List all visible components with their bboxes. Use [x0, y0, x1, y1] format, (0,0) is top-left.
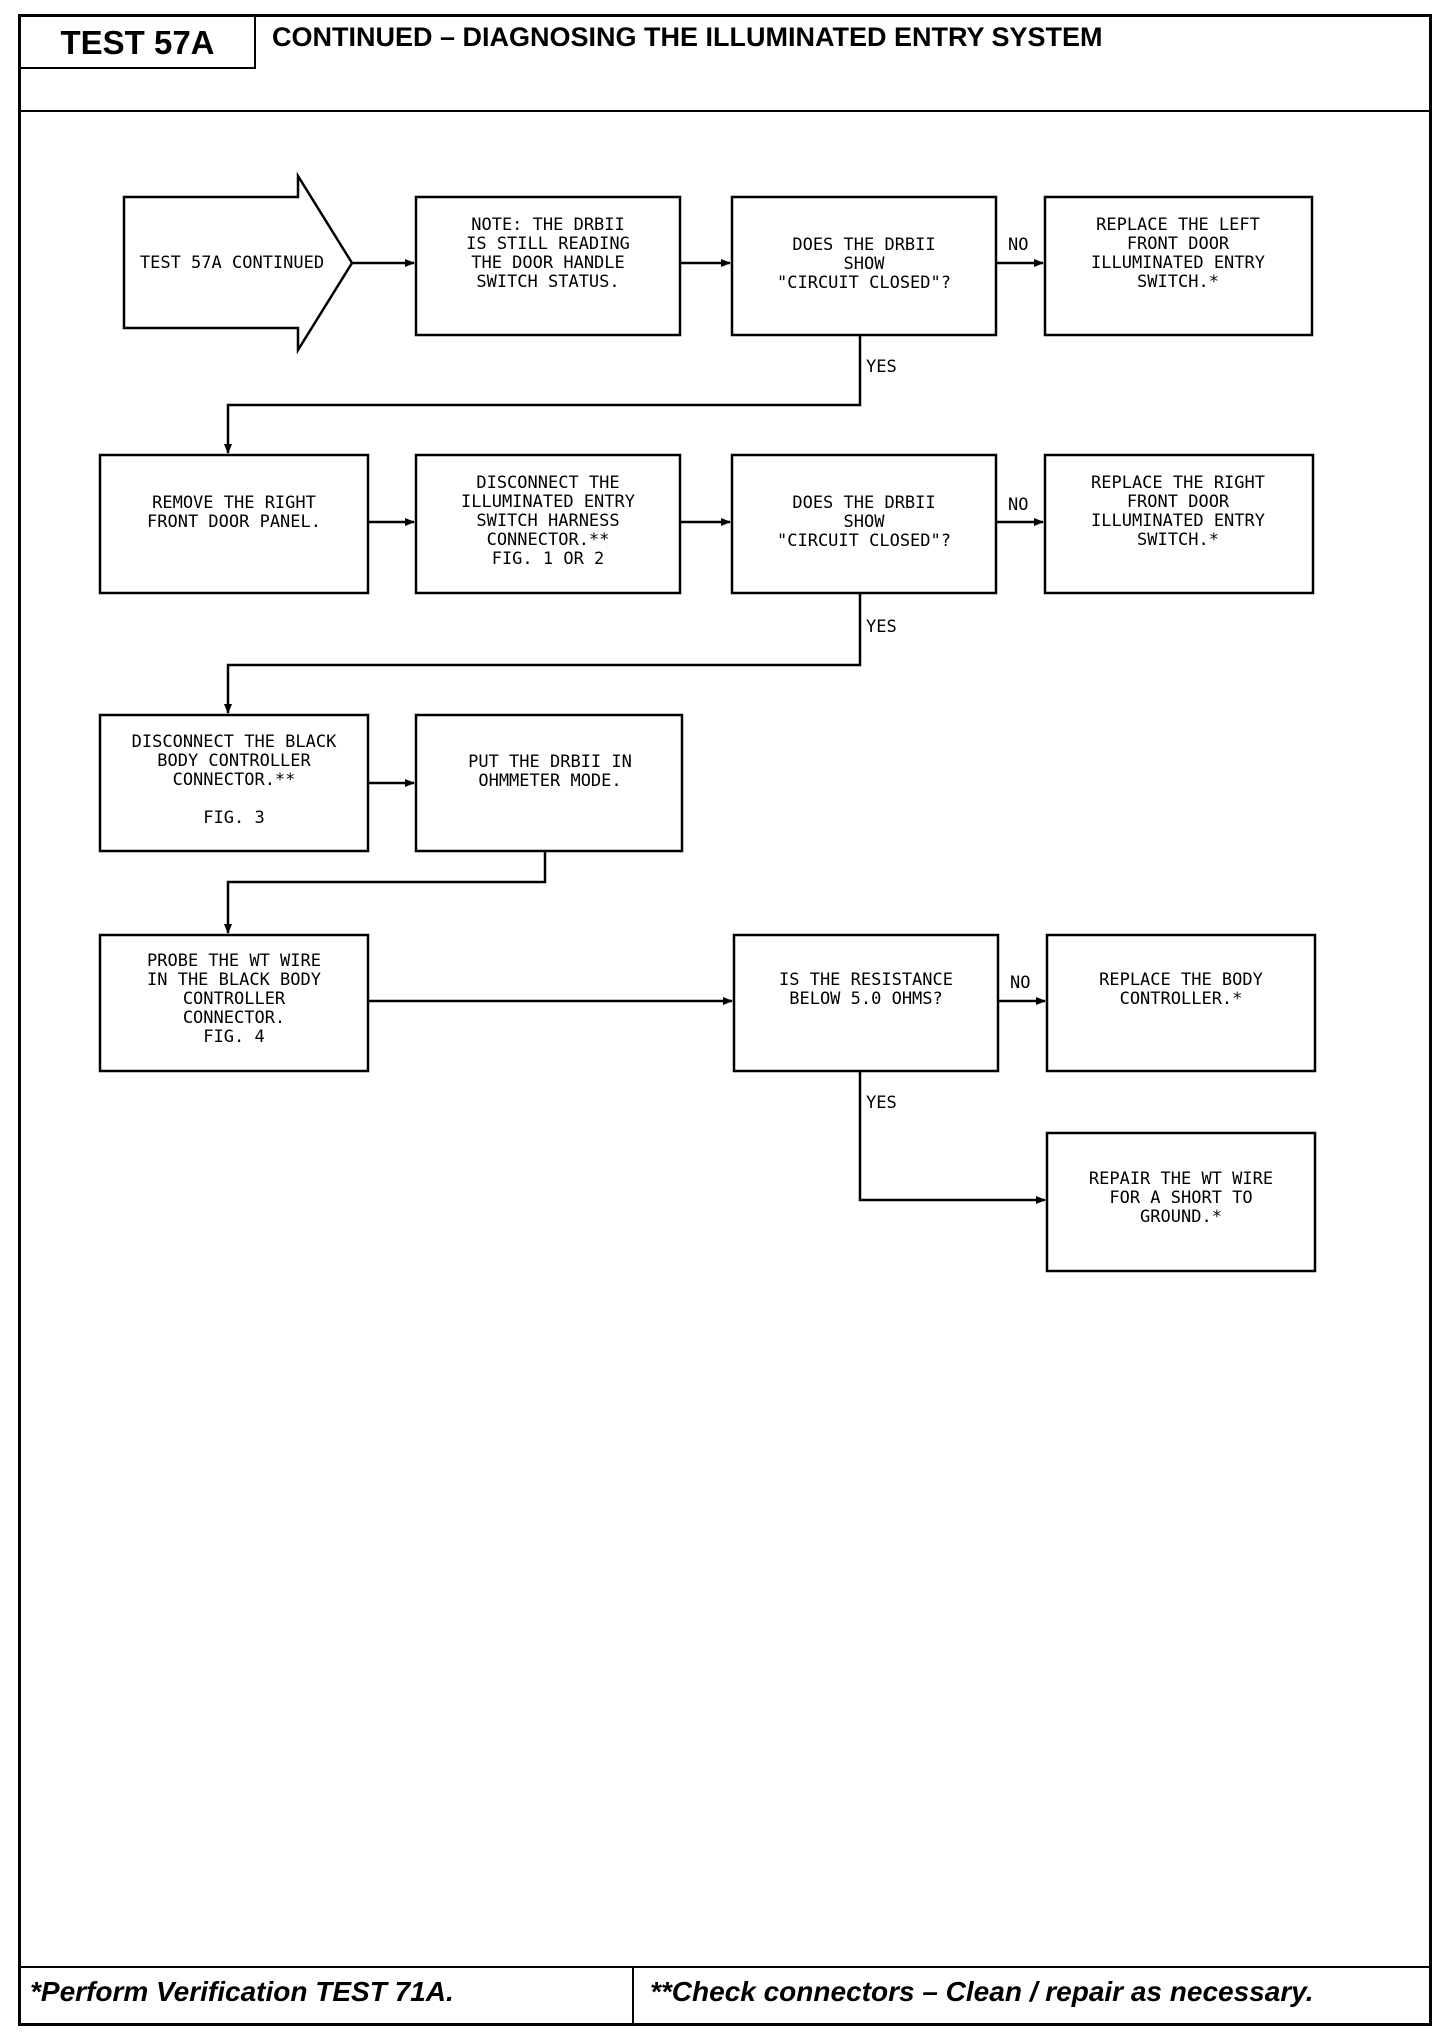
box-text-line: TEST 57A CONTINUED [140, 253, 324, 273]
box-text-line: CONTROLLER [183, 989, 286, 1009]
box-text-line: FRONT DOOR PANEL. [147, 512, 321, 532]
box-text-line: ILLUMINATED ENTRY [461, 492, 635, 512]
label-yes-3: YES [866, 1093, 897, 1113]
box-text-line: REMOVE THE RIGHT [152, 493, 316, 513]
box-text-line: SWITCH HARNESS [476, 511, 619, 531]
box-text-line: IN THE BLACK BODY [147, 970, 321, 990]
box-text-line: CONNECTOR. [183, 1008, 285, 1028]
box-text-line: FIG. 4 [203, 1027, 264, 1047]
box-text-line: PROBE THE WT WIRE [147, 951, 321, 971]
box-text-line: DOES THE DRBII [792, 235, 935, 255]
label-no-1: NO [1008, 235, 1028, 255]
box-text-line: "CIRCUIT CLOSED"? [777, 273, 951, 293]
box-replace-left [1043, 195, 1314, 337]
box-text-line: FIG. 3 [203, 808, 264, 828]
box-replace-right [1043, 453, 1315, 595]
box-text-line: CONNECTOR.** [173, 770, 296, 790]
footnote-connectors: **Check connectors – Clean / repair as n… [650, 1976, 1314, 2007]
box-ohmmeter [414, 713, 684, 853]
arrow-resistance-yes [858, 1071, 1046, 1204]
box-q-circuit-1 [730, 195, 998, 337]
box-text-line: ILLUMINATED ENTRY [1091, 511, 1265, 531]
start-arrow-shape [122, 171, 354, 355]
box-text-line: IS STILL READING [466, 234, 630, 254]
box-text-line: SHOW [844, 254, 886, 274]
box-text-line: DISCONNECT THE BLACK [132, 732, 337, 752]
box-text-line: SHOW [844, 512, 886, 532]
label-no-3: NO [1010, 973, 1030, 993]
box-disconnect-switch [414, 453, 682, 595]
box-text-line: FRONT DOOR [1127, 492, 1230, 512]
box-text-line: REPLACE THE RIGHT [1091, 473, 1265, 493]
box-text-line: ILLUMINATED ENTRY [1091, 253, 1265, 273]
box-replace-bcm [1045, 933, 1317, 1073]
box-text-line: DISCONNECT THE [476, 473, 619, 493]
box-text-line: SWITCH.* [1137, 272, 1219, 292]
box-text-line: BODY CONTROLLER [157, 751, 311, 771]
footer-column-divider [632, 1966, 634, 2023]
box-text-line: REPLACE THE LEFT [1096, 215, 1260, 235]
header-divider [21, 110, 1429, 112]
box-q-resistance [732, 933, 1000, 1073]
box-text-line: SWITCH.* [1137, 530, 1219, 550]
label-yes-2: YES [866, 617, 897, 637]
flowchart: NO YES NO YES NO YES TEST 57A CONTINUED … [98, 171, 1317, 1273]
box-repair-wire [1045, 1131, 1317, 1273]
box-note-drbii [414, 195, 682, 337]
label-no-2: NO [1008, 495, 1028, 515]
arrow-q2-yes [224, 593, 862, 714]
page-frame [18, 14, 1432, 2026]
box-text-line: FOR A SHORT TO [1109, 1188, 1252, 1208]
box-text-line: NOTE: THE DRBII [471, 215, 625, 235]
arrow-q1-yes [224, 335, 862, 454]
box-remove-panel [98, 453, 370, 595]
box-text-line: FRONT DOOR [1127, 234, 1230, 254]
box-text-line: CONTROLLER.* [1120, 989, 1243, 1009]
test-label: TEST 57A [21, 17, 256, 69]
box-text-line: REPLACE THE BODY [1099, 970, 1263, 990]
label-yes-1: YES [866, 357, 897, 377]
footer-divider [21, 1966, 1429, 1968]
box-text-line: SWITCH STATUS. [476, 272, 619, 292]
box-text-line: IS THE RESISTANCE [779, 970, 953, 990]
box-text-line: "CIRCUIT CLOSED"? [777, 531, 951, 551]
box-text-line: REPAIR THE WT WIRE [1089, 1169, 1273, 1189]
page-title: CONTINUED – DIAGNOSING THE ILLUMINATED E… [272, 22, 1103, 52]
box-text-line: OHMMETER MODE. [478, 771, 621, 791]
box-text-line: BELOW 5.0 OHMS? [789, 989, 943, 1009]
box-text-line: PUT THE DRBII IN [468, 752, 632, 772]
arrow-ohm-to-probe [224, 851, 547, 934]
footnote-verification: *Perform Verification TEST 71A. [30, 1976, 454, 2007]
box-text-line: CONNECTOR.** [487, 530, 610, 550]
text-start: TEST 57A CONTINUED [140, 253, 324, 273]
box-text-line: THE DOOR HANDLE [471, 253, 625, 273]
box-text-line: FIG. 1 OR 2 [492, 549, 605, 569]
box-probe-wire [98, 933, 370, 1073]
box-text-line: DOES THE DRBII [792, 493, 935, 513]
box-text-line: GROUND.* [1140, 1207, 1222, 1227]
box-q-circuit-2 [730, 453, 998, 595]
